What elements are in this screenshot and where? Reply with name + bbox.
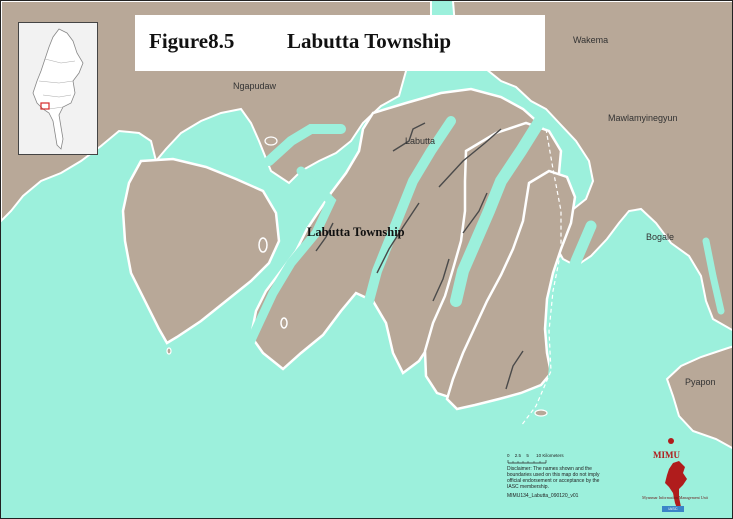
logo-subtitle: Myanmar Information Management Unit <box>642 495 708 500</box>
disclaimer-text: Disclaimer: The names shown and the boun… <box>507 466 600 490</box>
myanmar-outline-icon <box>32 28 84 150</box>
place-label-wakema: Wakema <box>573 35 609 45</box>
logo-tag: IASC <box>662 506 684 512</box>
creek-line-2 <box>438 128 502 188</box>
scale-tick-3: 10 Kilometers <box>536 453 564 458</box>
creek-line-4 <box>432 258 450 302</box>
figure-number: Figure8.5 <box>149 29 235 53</box>
location-inset-map <box>18 22 98 155</box>
river-channel-3 <box>450 113 547 307</box>
creek-line-6 <box>462 192 488 234</box>
islet-3 <box>166 347 172 355</box>
creek-line-3 <box>376 202 420 274</box>
creek-line-7 <box>315 222 334 252</box>
creek-line-5 <box>505 350 524 390</box>
logo-name: MIMU <box>653 450 680 460</box>
land-pyapon <box>665 345 732 450</box>
township-boundary <box>520 128 562 427</box>
islet-4 <box>534 409 548 417</box>
river-channel-7 <box>702 237 725 315</box>
scale-bar-labels: 0 2.5 5 10 Kilometers <box>507 453 564 458</box>
islet-5 <box>264 136 278 146</box>
place-label-pyapon: Pyapon <box>685 377 716 387</box>
river-channel-1 <box>241 166 337 356</box>
river-channel-6 <box>264 124 346 166</box>
creek-line-1 <box>392 122 426 152</box>
land-west-island <box>121 157 281 345</box>
islet-1 <box>258 237 268 253</box>
map-code: MIMU134_Labutta_090120_v01 <box>507 493 579 499</box>
figure-title-text: Labutta Township <box>287 29 452 53</box>
place-label-mawlamyinegyun: Mawlamyinegyun <box>608 113 678 123</box>
scale-tick-0: 0 <box>507 453 510 458</box>
mimu-logo-icon <box>665 438 687 511</box>
scale-tick-2: 5 <box>526 453 529 458</box>
land-south-island-2 <box>445 169 577 411</box>
river-channel-5 <box>627 212 673 335</box>
place-label-labutta: Labutta <box>405 136 436 146</box>
scale-tick-1: 2.5 <box>514 453 522 458</box>
figure-title: Figure8.5 Labutta Township <box>135 15 545 71</box>
river-channel-2 <box>364 116 456 306</box>
river-channel-4 <box>547 220 597 387</box>
islet-2 <box>280 317 288 329</box>
disclaimer-block: Disclaimer: The names shown and the boun… <box>507 466 602 499</box>
place-label-ngapudaw: Ngapudaw <box>233 81 277 91</box>
inset-location-marker <box>40 102 50 110</box>
place-label-bogale: Bogale <box>646 232 675 242</box>
scale-bar <box>507 460 547 464</box>
township-label: Labutta Township <box>307 225 405 239</box>
